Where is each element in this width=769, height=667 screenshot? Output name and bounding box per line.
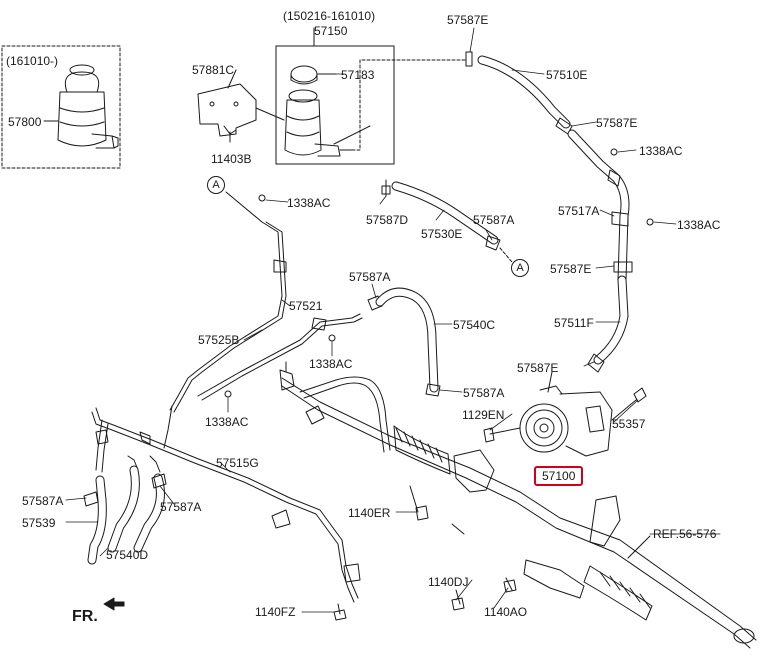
label-57100-highlighted[interactable]: 57100 xyxy=(534,466,584,486)
label-57587e-mid: 57587E xyxy=(596,116,638,130)
label-57587e-top: 57587E xyxy=(447,13,489,27)
label-57587a-left-a: 57587A xyxy=(22,494,64,508)
label-1129en: 1129EN xyxy=(462,408,505,422)
label-1140dj: 1140DJ xyxy=(428,575,469,589)
label-57515g: 57515G xyxy=(216,456,259,470)
label-57587a-left-b: 57587A xyxy=(160,500,202,514)
suction-hose xyxy=(381,179,513,263)
label-57587e-pump: 57587E xyxy=(517,361,559,375)
label-57881c: 57881C xyxy=(192,63,235,77)
steering-gear xyxy=(279,361,757,649)
cooler-hoses xyxy=(83,465,167,565)
label-57539: 57539 xyxy=(22,516,56,530)
label-57511f: 57511F xyxy=(554,316,594,330)
label-57530e: 57530E xyxy=(421,227,463,241)
ref-circle-a-left: A xyxy=(207,176,225,194)
label-11403b: 11403B xyxy=(211,152,252,166)
front-arrow xyxy=(103,597,125,611)
label-1140fz: 1140FZ xyxy=(255,605,296,619)
bracket xyxy=(197,69,285,143)
label-57525b: 57525B xyxy=(198,333,240,347)
label-57150: 57150 xyxy=(314,24,348,38)
label-57587e-low: 57587E xyxy=(550,262,592,276)
label-old-range: (150216-161010) xyxy=(283,9,376,23)
label-57587a-suction: 57587A xyxy=(473,213,515,227)
label-1338ac-left-mid: 1338AC xyxy=(205,415,249,429)
label-57587d: 57587D xyxy=(366,213,409,227)
label-57540d: 57540D xyxy=(106,548,149,562)
label-front: FR. xyxy=(72,608,98,625)
center-tube xyxy=(163,295,383,449)
label-57587a-center: 57587A xyxy=(349,270,391,284)
label-57517a: 57517A xyxy=(558,204,600,218)
pressure-hose xyxy=(375,287,441,397)
return-hose-upper xyxy=(351,51,654,373)
label-ref-56-576: REF.56-576 xyxy=(653,527,717,541)
label-1338ac-right-mid: 1338AC xyxy=(677,218,721,232)
label-57800: 57800 xyxy=(8,115,42,129)
pressure-tube-left xyxy=(169,191,287,413)
leader-lines xyxy=(65,27,721,613)
label-new-range: (161010-) xyxy=(6,54,59,68)
label-57510e: 57510E xyxy=(546,68,588,82)
power-steering-pump xyxy=(483,371,647,457)
label-1338ac-left-top: 1338AC xyxy=(287,196,331,210)
inset-new-reservoir xyxy=(1,45,121,169)
reservoir-assembly xyxy=(275,27,395,165)
label-57521: 57521 xyxy=(289,299,323,313)
label-1140ao: 1140AO xyxy=(484,605,528,619)
label-57183: 57183 xyxy=(341,68,375,82)
label-1338ac-right-top: 1338AC xyxy=(639,144,683,158)
label-57540c: 57540C xyxy=(453,318,496,332)
ref-circle-a-right: A xyxy=(511,259,529,277)
label-55357: 55357 xyxy=(612,417,646,431)
label-57587a-gear: 57587A xyxy=(463,386,505,400)
label-1338ac-center: 1338AC xyxy=(309,357,353,371)
label-1140er: 1140ER xyxy=(348,506,391,520)
oil-cooler xyxy=(91,407,361,621)
